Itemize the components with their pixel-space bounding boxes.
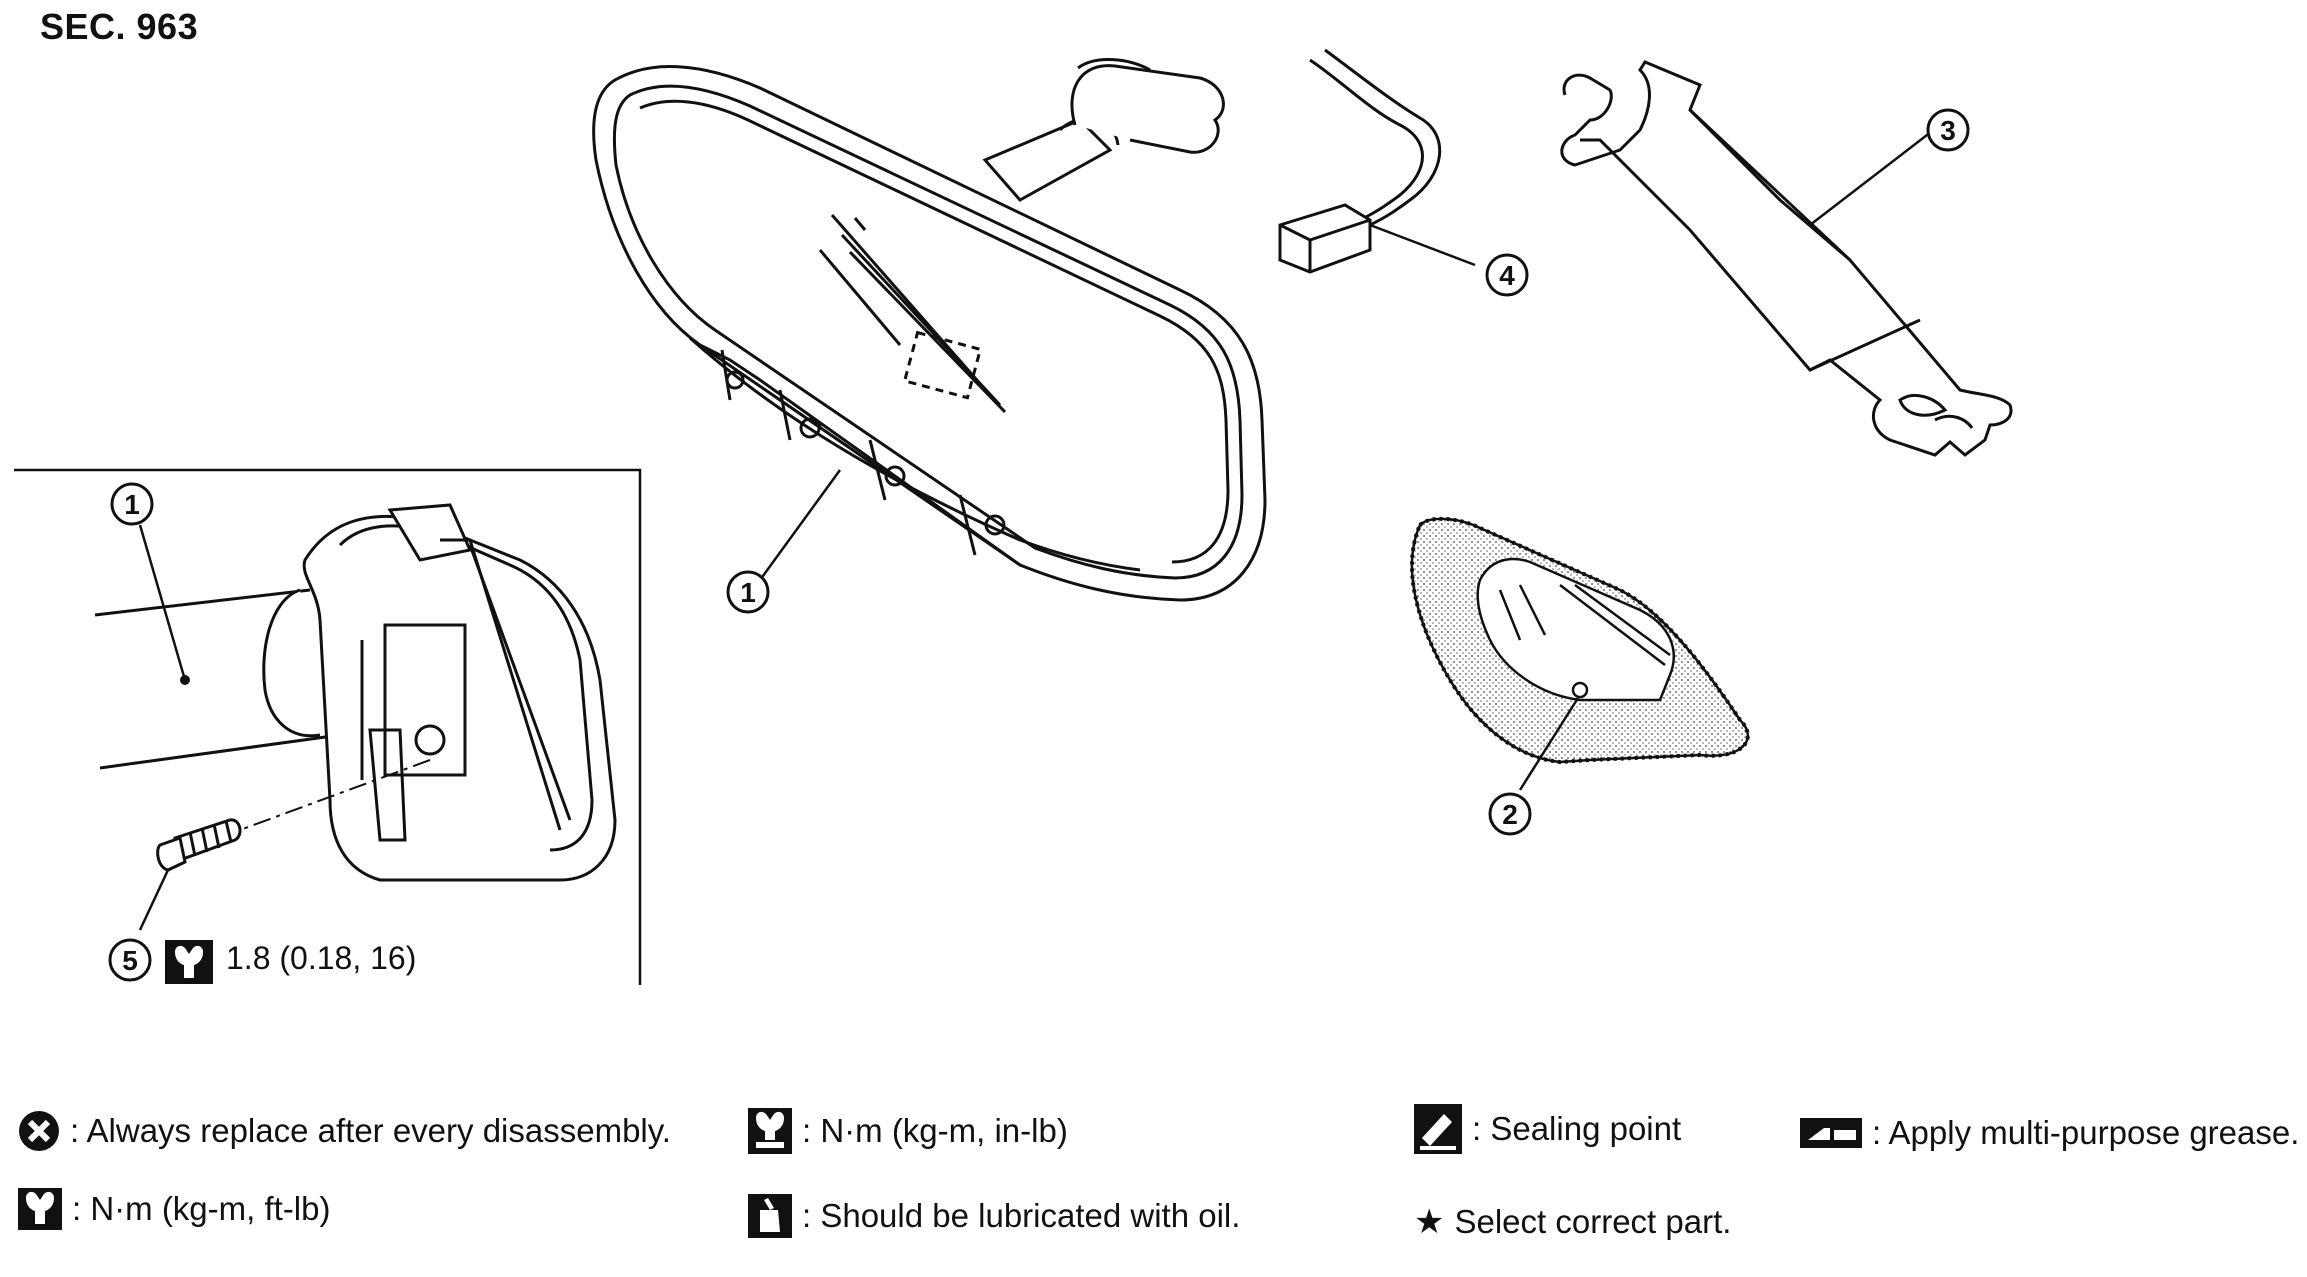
torque-spec: 1.8 (0.18, 16) [226, 940, 417, 976]
oil-can-icon [748, 1194, 792, 1238]
inset-frame [14, 468, 642, 985]
legend-sealing: Sealing point [1414, 1104, 1681, 1154]
section-number: SEC. 963 [40, 6, 199, 47]
callout-5: 5 [122, 945, 138, 976]
legend-torque-inlb: N·m (kg-m, in-lb) [748, 1108, 1068, 1154]
callout-circle-1-main [726, 570, 770, 614]
legend-torque-inlb-text: N·m (kg-m, in-lb) [802, 1112, 1067, 1150]
callout-circle-5 [108, 938, 152, 982]
callout-circle-2 [1488, 792, 1532, 836]
inset-mount-detail [94, 503, 617, 931]
torque-wrench-small-icon [748, 1108, 792, 1154]
callout-circle-4 [1485, 253, 1529, 297]
wire-harness-connector [1278, 48, 1476, 274]
legend-replace-text: Always replace after every disassembly. [70, 1112, 671, 1150]
callout-circle-3 [1926, 108, 1970, 152]
callout-2: 2 [1502, 799, 1518, 830]
mirror-base-pad [1409, 516, 1750, 791]
legend-sealing-text: Sealing point [1472, 1110, 1681, 1148]
rearview-mirror [592, 58, 1267, 602]
legend-lubricate-text: Should be lubricated with oil. [802, 1197, 1240, 1235]
grease-gun-icon [1800, 1118, 1862, 1148]
legend-torque-ftlb: N·m (kg-m, ft-lb) [18, 1188, 330, 1230]
legend-select: ★ Select correct part. [1414, 1202, 1731, 1242]
legend-torque-ftlb-text: N·m (kg-m, ft-lb) [72, 1190, 330, 1228]
legend-select-text: Select correct part. [1454, 1203, 1732, 1240]
legend-lubricate: Should be lubricated with oil. [748, 1194, 1240, 1238]
torque-wrench-icon [18, 1188, 62, 1230]
removal-tool [1560, 60, 2013, 457]
star-icon: ★ [1414, 1203, 1445, 1241]
callout-1-main: 1 [740, 577, 756, 608]
replace-x-icon [19, 1111, 59, 1151]
callout-3: 3 [1940, 115, 1956, 146]
torque-wrench-icon [165, 940, 213, 984]
callout-4: 4 [1499, 260, 1515, 291]
legend-replace: Always replace after every disassembly. [18, 1110, 671, 1152]
callout-1-inset: 1 [124, 489, 140, 520]
callout-circle-1-inset [110, 482, 154, 526]
legend-grease: Apply multi-purpose grease. [1800, 1114, 2299, 1152]
sealant-tube-icon [1414, 1104, 1462, 1154]
callout-circles [108, 108, 1970, 982]
legend-grease-text: Apply multi-purpose grease. [1872, 1114, 2300, 1152]
